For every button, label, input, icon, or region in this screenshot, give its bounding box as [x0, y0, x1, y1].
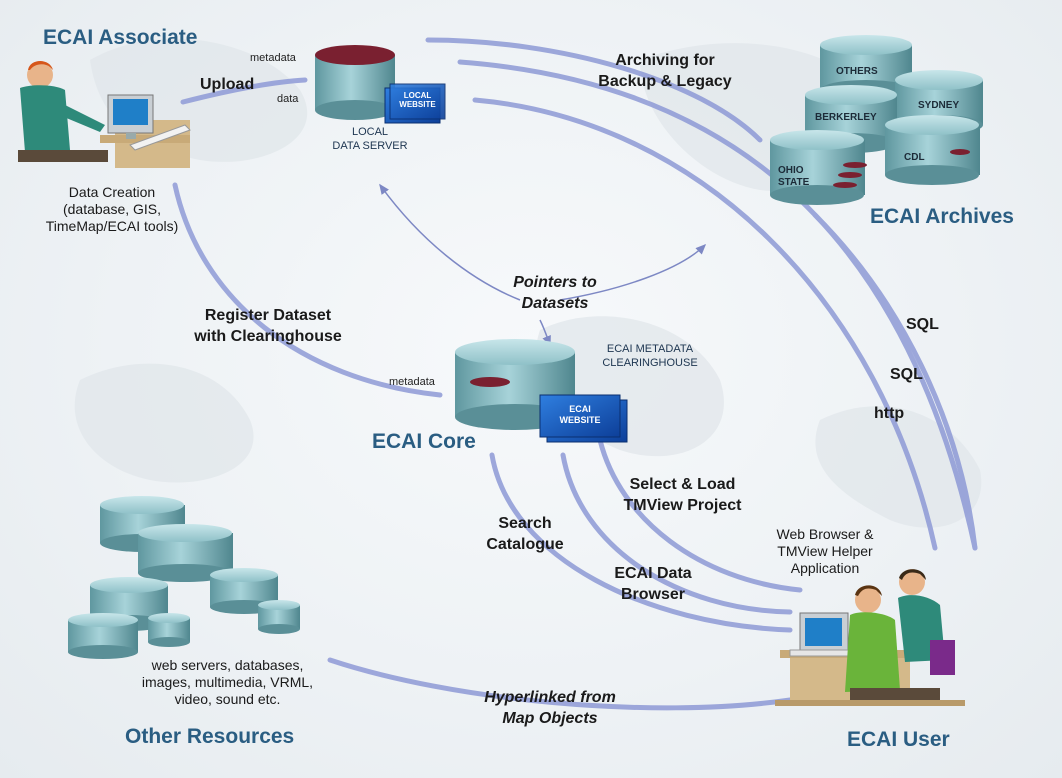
search-connector — [489, 452, 793, 633]
user-title: ECAI User — [847, 728, 950, 751]
local-data-server-icon — [315, 45, 446, 124]
select-load-line-2: TMView Project — [623, 497, 742, 514]
local-website-line-1: LOCAL — [403, 91, 432, 100]
other-resources-line-3: video, sound etc. — [174, 691, 281, 707]
local-server-line-1: LOCAL — [351, 126, 389, 138]
ecai-website-line-2: WEBSITE — [559, 415, 601, 425]
ecai-website-line-1: ECAI — [569, 404, 591, 414]
hyperlinked-label: Hyperlinked from Map Objects — [465, 687, 635, 729]
archive-ohio-line-1: OHIO — [778, 165, 804, 176]
register-dataset-label: Register Dataset with Clearinghouse — [168, 305, 368, 347]
clearinghouse-line-1: ECAI METADATA — [606, 343, 694, 355]
select-load-label: Select & Load TMView Project — [595, 474, 770, 516]
pointers-line-2: Datasets — [521, 295, 589, 312]
search-catalogue-label: Search Catalogue — [470, 513, 580, 555]
register-connector — [172, 182, 443, 398]
other-resources-cylinders-icon — [68, 496, 300, 659]
helper-line-3: Application — [790, 560, 860, 576]
browser-line-1: ECAI Data — [614, 565, 692, 582]
archives-sql-connector — [812, 212, 978, 551]
other-resources-line-2: images, multimedia, VRML, — [141, 674, 314, 690]
archive-berkerley-label: BERKERLEY — [815, 112, 877, 123]
http-label: http — [874, 405, 905, 422]
pointers-label: Pointers to Datasets — [485, 272, 625, 314]
archiving-label: Archiving for Backup & Legacy — [565, 50, 765, 92]
hyperlinked-line-1: Hyperlinked from — [484, 689, 616, 706]
register-line-1: Register Dataset — [204, 307, 332, 324]
core-metadata-label: metadata — [389, 376, 435, 388]
browser-line-2: Browser — [620, 586, 686, 603]
user-people-icon — [775, 569, 965, 706]
archive-sydney-label: SYDNEY — [918, 100, 960, 111]
local-data-server-label: LOCAL DATA SERVER — [315, 125, 425, 153]
archive-ohio-state-label: OHIO STATE — [778, 165, 809, 189]
pointers-line-1: Pointers to — [513, 274, 597, 291]
web-browser-helper-label: Web Browser & TMView Helper Application — [745, 526, 905, 577]
archives-title: ECAI Archives — [870, 205, 1014, 228]
local-website-line-2: WEBSITE — [399, 100, 436, 109]
data-browser-label: ECAI Data Browser — [598, 563, 708, 605]
associate-person-icon — [18, 61, 191, 168]
upload-label: Upload — [200, 76, 255, 93]
search-line-1: Search — [498, 515, 552, 532]
pointer-arrows — [379, 183, 707, 347]
clearinghouse-line-2: CLEARINGHOUSE — [602, 357, 698, 369]
sql-connector-2 — [472, 97, 938, 551]
local-server-line-2: DATA SERVER — [332, 140, 408, 152]
register-line-2: with Clearinghouse — [194, 328, 342, 345]
archive-connector-1 — [425, 37, 763, 143]
data-creation-line-1: Data Creation — [68, 184, 156, 200]
archiving-line-1: Archiving for — [615, 52, 715, 69]
connector-lines — [172, 37, 978, 711]
archives-cylinders-icon — [770, 35, 983, 205]
upload-connector — [180, 77, 308, 105]
ecai-core-server-icon — [455, 339, 628, 443]
other-resources-line-1: web servers, databases, — [151, 657, 304, 673]
clearinghouse-label: ECAI METADATA CLEARINGHOUSE — [575, 342, 725, 370]
sql-label-1: SQL — [906, 316, 939, 333]
archive-ohio-line-2: STATE — [778, 177, 810, 188]
helper-line-1: Web Browser & — [776, 526, 874, 542]
sql-label-2: SQL — [890, 366, 923, 383]
select-load-connector — [597, 437, 803, 593]
select-load-line-1: Select & Load — [629, 476, 736, 493]
helper-line-2: TMView Helper — [777, 543, 873, 559]
associate-title: ECAI Associate — [43, 26, 198, 49]
archive-others-label: OTHERS — [836, 66, 878, 77]
associate-data-label: data — [277, 93, 299, 105]
local-website-badge: LOCAL WEBSITE — [390, 91, 445, 109]
data-creation-line-3: TimeMap/ECAI tools) — [45, 218, 179, 234]
data-creation-line-2: (database, GIS, — [62, 201, 162, 217]
search-line-2: Catalogue — [486, 536, 564, 553]
other-resources-description: web servers, databases, images, multimed… — [110, 657, 345, 708]
associate-metadata-label: metadata — [250, 52, 296, 64]
browser-connector — [560, 452, 793, 615]
ecai-website-badge: ECAI WEBSITE — [540, 404, 620, 426]
archiving-line-2: Backup & Legacy — [598, 73, 732, 90]
hyperlinked-line-2: Map Objects — [502, 710, 598, 727]
archive-cdl-label: CDL — [904, 152, 925, 163]
core-title: ECAI Core — [372, 430, 476, 453]
hyperlink-connector — [327, 657, 793, 711]
data-creation-description: Data Creation (database, GIS, TimeMap/EC… — [22, 184, 202, 235]
other-resources-title: Other Resources — [125, 725, 295, 748]
